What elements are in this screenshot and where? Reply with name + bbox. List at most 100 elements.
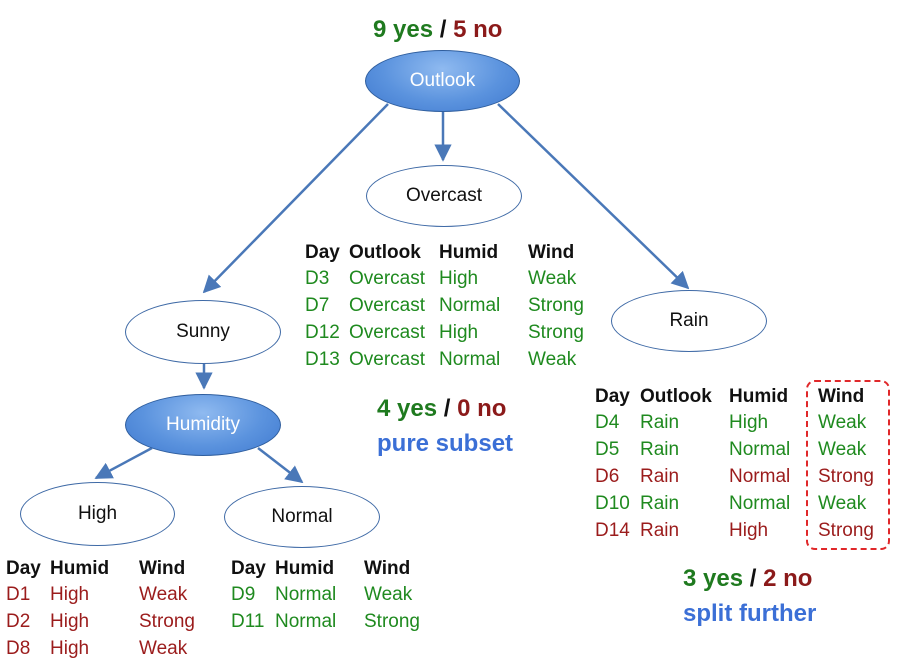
overcast-separator: / [443,395,451,422]
table-cell: Weak [818,439,867,461]
column-header: Wind [818,386,865,407]
table-cell: Weak [139,584,188,606]
table-cell: D9 [231,584,256,606]
table-cell: Normal [729,439,791,461]
table-cell: Strong [528,321,584,343]
table-cell: Weak [364,584,413,606]
table-cell: Weak [139,637,188,659]
table-cell: D14 [595,519,630,541]
column-header: Day [595,386,630,407]
column-header: Outlook [640,386,712,407]
table-row: D9 Normal Weak [231,582,434,609]
table-cell: Strong [818,465,874,487]
table-cell: Rain [640,412,680,434]
table-cell: Normal [439,348,501,370]
rain-no-count: 2 no [763,565,813,592]
column-header: Day [231,558,266,579]
table-cell: High [729,519,769,541]
edge-outlook-rain [497,103,690,290]
overcast-note: pure subset [377,430,514,457]
column-header: Humid [50,558,110,579]
wind-column-highlight [806,380,890,550]
table-cell: D10 [595,492,630,514]
column-header: Day [305,242,340,263]
root-no-count: 5 no [453,16,503,43]
table-cell: Rain [640,439,680,461]
node-normal: Normal [224,486,380,548]
rain-note: split further [683,600,817,627]
column-header: Humid [275,558,335,579]
table-cell: Rain [640,492,680,514]
table-cell: D8 [6,637,31,659]
table-cell: Strong [139,611,195,633]
table-cell: Overcast [349,348,426,370]
column-header: Day [6,558,41,579]
overcast-counts: 4 yes / 0 no [377,395,506,423]
table-row: D4 Rain High Weak [595,410,888,437]
node-rain: Rain [611,290,767,352]
column-header: Wind [139,558,186,579]
table-cell: Weak [818,412,867,434]
table-cell: Normal [439,295,501,317]
node-humidity: Humidity [125,394,281,456]
table-cell: Normal [275,611,337,633]
column-header: Humid [729,386,789,407]
root-separator: / [439,16,447,43]
node-high: High [20,482,175,546]
table-cell: Normal [729,492,791,514]
root-counts: 9 yes / 5 no [373,16,502,44]
overcast-no-count: 0 no [457,395,507,422]
table-cell: D2 [6,611,31,633]
table-cell: D4 [595,412,620,434]
table-row: D2 High Strong [6,609,209,636]
table-cell: Weak [818,492,867,514]
table-cell: High [439,268,479,290]
table-cell: Overcast [349,268,426,290]
table-header-row: Day Outlook Humid Wind [595,384,888,410]
rain-yes-count: 3 yes [683,565,744,592]
table-cell: D1 [6,584,31,606]
table-cell: High [50,637,90,659]
node-overcast: Overcast [366,165,522,227]
rain-separator: / [749,565,757,592]
overcast-yes-count: 4 yes [377,395,438,422]
table-cell: Normal [275,584,337,606]
table-cell: D6 [595,465,620,487]
table-cell: High [50,611,90,633]
column-header: Wind [364,558,411,579]
table-row: D10 Rain Normal Weak [595,490,888,517]
table-cell: Normal [729,465,791,487]
table-header-row: Day Humid Wind [231,556,434,582]
edge-outlook-sunny [202,103,389,294]
column-header: Humid [439,242,499,263]
table-cell: Strong [528,295,584,317]
table-cell: Weak [528,268,577,290]
table-row: D8 High Weak [6,636,209,663]
table-cell: D12 [305,321,340,343]
table-cell: High [50,584,90,606]
edge-humidity-normal [257,447,304,484]
table-cell: High [729,412,769,434]
rain-counts: 3 yes / 2 no [683,565,812,593]
table-cell: Weak [528,348,577,370]
table-cell: Overcast [349,321,426,343]
column-header: Outlook [349,242,421,263]
table-cell: Strong [818,519,874,541]
table-row: D1 High Weak [6,582,209,609]
root-yes-count: 9 yes [373,16,434,43]
node-outlook: Outlook [365,50,520,112]
table-cell: Strong [364,611,420,633]
